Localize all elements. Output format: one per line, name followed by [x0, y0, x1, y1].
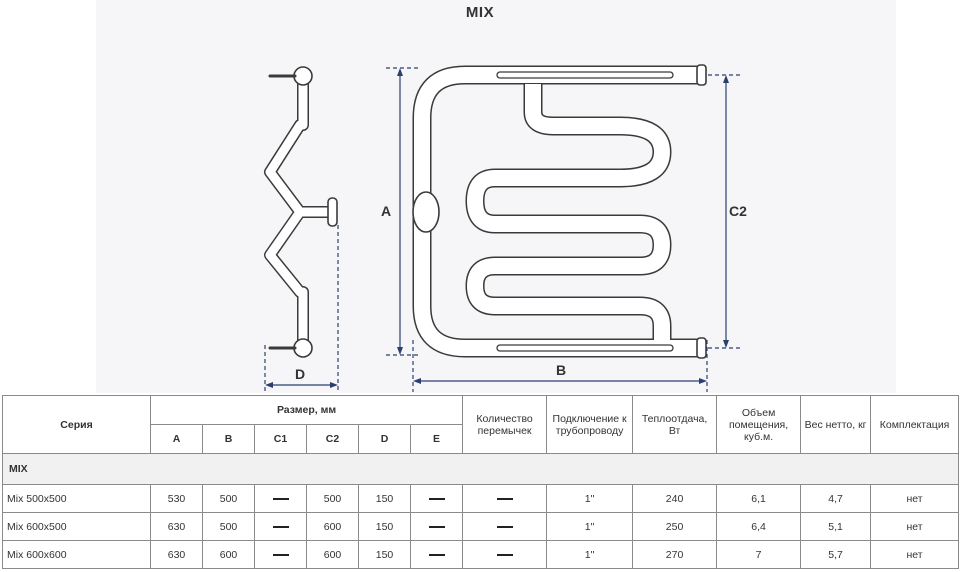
header-connection: Подключение к трубопроводу	[546, 395, 634, 454]
dash-mark	[428, 553, 445, 556]
header-size-c2: C2	[306, 424, 359, 454]
towel-rail-diagram	[264, 64, 742, 393]
cell-d: 150	[358, 512, 411, 541]
drawing-area: MIX A C2 B D	[264, 4, 747, 393]
cell-series: Mix 600x600	[2, 540, 151, 569]
header-size-a: A	[150, 424, 203, 454]
header-size-group: Размер, мм	[149, 395, 464, 425]
dash-mark	[428, 497, 445, 500]
side-view	[264, 66, 338, 358]
header-jumpers: Количество перемычек	[462, 395, 548, 454]
header-series: Серия	[2, 395, 151, 454]
cell-c1	[254, 540, 307, 569]
cell-connection: 1"	[546, 540, 634, 569]
dimension-label-c2: C2	[729, 203, 747, 219]
cell-jumpers	[462, 484, 548, 513]
cell-series: Mix 500x500	[2, 484, 151, 513]
cell-kit: нет	[870, 484, 960, 513]
group-row: MIX	[1, 453, 960, 485]
cell-heat: 240	[632, 484, 718, 513]
cell-volume: 6,1	[716, 484, 802, 513]
cell-b: 500	[202, 484, 255, 513]
cell-kit: нет	[870, 540, 960, 569]
cell-volume: 7	[716, 540, 802, 569]
dimension-lines	[264, 67, 742, 393]
cell-weight: 5,1	[800, 512, 872, 541]
cell-heat: 270	[632, 540, 718, 569]
dash-mark	[272, 525, 289, 528]
cell-series: Mix 600x500	[2, 512, 151, 541]
dash-mark	[496, 497, 513, 500]
header-net-weight: Вес нетто, кг	[800, 395, 872, 454]
cell-c2: 600	[306, 540, 359, 569]
dimension-label-b: B	[556, 362, 567, 378]
cell-connection: 1"	[546, 484, 634, 513]
cell-connection: 1"	[546, 512, 634, 541]
dash-mark	[272, 497, 289, 500]
header-size-d: D	[358, 424, 411, 454]
header-kit: Комплектация	[870, 395, 960, 454]
cell-heat: 250	[632, 512, 718, 541]
dash-mark	[496, 525, 513, 528]
cell-jumpers	[462, 512, 548, 541]
cell-d: 150	[358, 484, 411, 513]
header-size-c1: C1	[254, 424, 307, 454]
cell-e	[409, 512, 464, 541]
dash-mark	[428, 525, 445, 528]
cell-c2: 600	[306, 512, 359, 541]
specification-table: Серия Размер, мм Количество перемычек По…	[1, 395, 960, 569]
front-view	[412, 64, 707, 359]
cell-a: 530	[150, 484, 203, 513]
cell-b: 500	[202, 512, 255, 541]
cell-b: 600	[202, 540, 255, 569]
dash-mark	[496, 553, 513, 556]
header-room-volume: Объем помещения, куб.м.	[716, 395, 802, 454]
cell-e	[409, 484, 464, 513]
cell-volume: 6,4	[716, 512, 802, 541]
dash-mark	[272, 553, 289, 556]
cell-jumpers	[462, 540, 548, 569]
cell-c1	[254, 512, 307, 541]
cell-c2: 500	[306, 484, 359, 513]
header-size-b: B	[202, 424, 255, 454]
cell-a: 630	[150, 512, 203, 541]
cell-weight: 5,7	[800, 540, 872, 569]
cell-weight: 4,7	[800, 484, 872, 513]
cell-c1	[254, 484, 307, 513]
cell-kit: нет	[870, 512, 960, 541]
dimension-label-d: D	[295, 366, 306, 382]
header-size-e: E	[409, 424, 464, 454]
diagram-title: MIX	[465, 4, 495, 21]
cell-d: 150	[358, 540, 411, 569]
dimension-label-a: A	[381, 203, 392, 219]
cell-a: 630	[150, 540, 203, 569]
header-heat-output: Теплоотдача, Вт	[632, 395, 718, 454]
cell-e	[409, 540, 464, 569]
